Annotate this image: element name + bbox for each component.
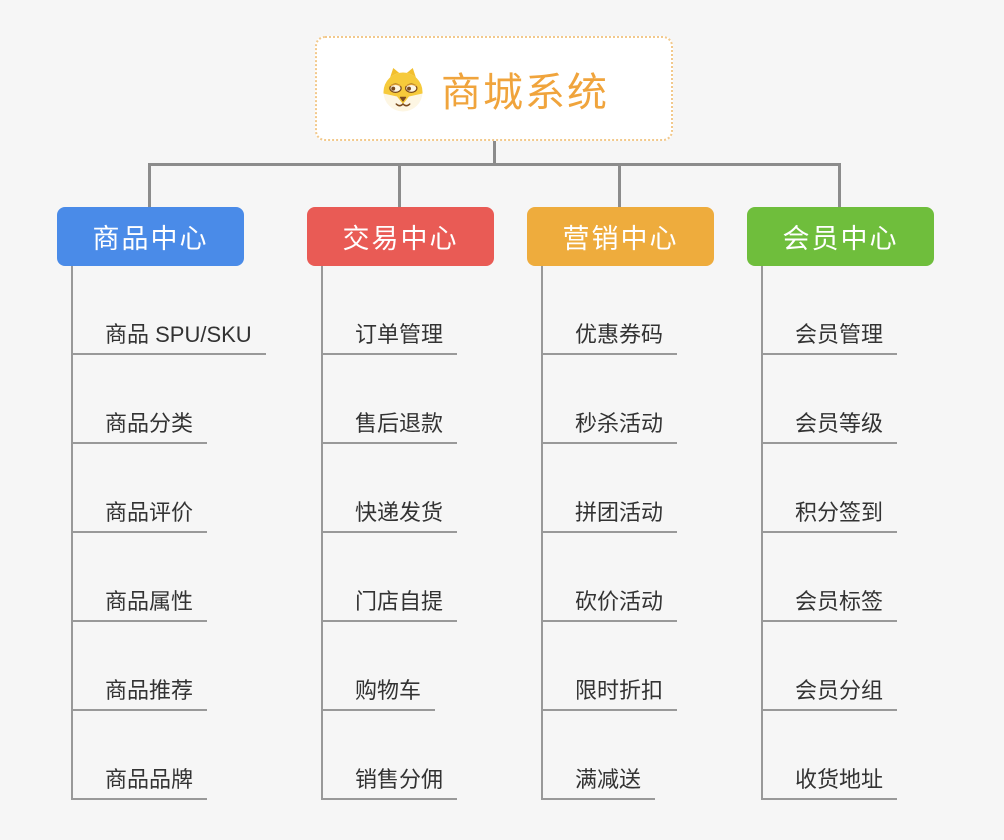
leaf-node[interactable]: 会员管理 xyxy=(761,320,898,355)
branch-node-marketing-center[interactable]: 营销中心 xyxy=(527,207,714,266)
leaf-node[interactable]: 优惠券码 xyxy=(541,320,678,355)
leaf-node[interactable]: 收货地址 xyxy=(761,765,898,800)
dog-face-icon xyxy=(379,65,427,113)
leaf-node[interactable]: 会员标签 xyxy=(761,587,898,622)
connector-root-stub xyxy=(493,141,496,165)
root-node-mall-system[interactable]: 商城系统 xyxy=(315,36,673,141)
connector-horizontal xyxy=(148,163,841,166)
trunk-marketing xyxy=(541,266,543,800)
leaf-node[interactable]: 积分签到 xyxy=(761,498,898,533)
leaf-node[interactable]: 商品品牌 xyxy=(71,765,208,800)
leaf-node[interactable]: 商品评价 xyxy=(71,498,208,533)
leaf-node[interactable]: 售后退款 xyxy=(321,409,458,444)
leaf-node[interactable]: 门店自提 xyxy=(321,587,458,622)
connector-drop-products xyxy=(148,164,151,210)
leaf-node[interactable]: 商品属性 xyxy=(71,587,208,622)
leaf-node[interactable]: 满减送 xyxy=(541,765,656,800)
leaf-node[interactable]: 会员等级 xyxy=(761,409,898,444)
leaf-node[interactable]: 商品 SPU/SKU xyxy=(71,320,266,355)
leaf-node[interactable]: 销售分佣 xyxy=(321,765,458,800)
trunk-products xyxy=(71,266,73,800)
leaf-node[interactable]: 会员分组 xyxy=(761,676,898,711)
leaf-node[interactable]: 商品分类 xyxy=(71,409,208,444)
leaf-node[interactable]: 砍价活动 xyxy=(541,587,678,622)
root-title: 商城系统 xyxy=(441,70,609,115)
branch-node-member-center[interactable]: 会员中心 xyxy=(747,207,934,266)
connector-drop-trade xyxy=(398,164,401,210)
branch-node-trade-center[interactable]: 交易中心 xyxy=(307,207,494,266)
leaf-node[interactable]: 拼团活动 xyxy=(541,498,678,533)
trunk-members xyxy=(761,266,763,800)
leaf-node[interactable]: 订单管理 xyxy=(321,320,458,355)
leaf-node[interactable]: 秒杀活动 xyxy=(541,409,678,444)
trunk-trade xyxy=(321,266,323,800)
leaf-node[interactable]: 快递发货 xyxy=(321,498,458,533)
connector-drop-marketing xyxy=(618,164,621,210)
branch-node-product-center[interactable]: 商品中心 xyxy=(57,207,244,266)
connector-drop-members xyxy=(838,164,841,210)
leaf-node[interactable]: 商品推荐 xyxy=(71,676,208,711)
leaf-node[interactable]: 购物车 xyxy=(321,676,436,711)
leaf-node[interactable]: 限时折扣 xyxy=(541,676,678,711)
